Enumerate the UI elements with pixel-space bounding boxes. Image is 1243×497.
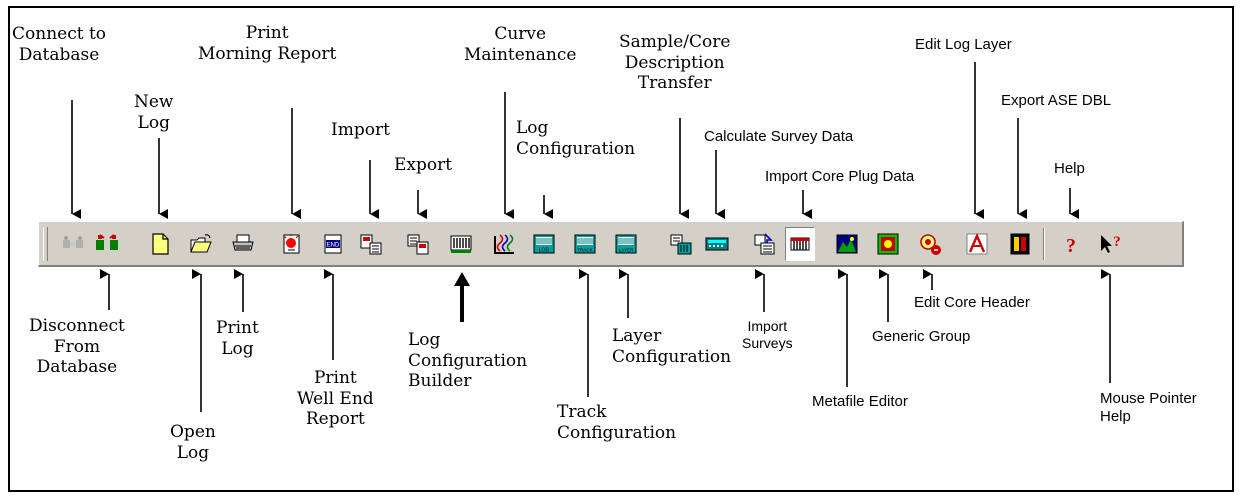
connect-database-icon <box>63 236 83 248</box>
track-configuration-icon: TRACK <box>574 234 596 254</box>
import-surveys-button[interactable] <box>749 227 779 261</box>
log-config-builder-icon <box>450 235 472 253</box>
log-configuration-icon: LOG <box>533 234 555 254</box>
printer-icon <box>232 234 254 251</box>
export-button[interactable] <box>403 227 433 261</box>
new-document-icon <box>152 233 169 255</box>
import-core-plug-data-button[interactable] <box>785 227 815 261</box>
arrow-log-config-builder-head <box>454 272 470 286</box>
open-folder-icon <box>190 234 212 253</box>
print-well-end-report-icon: END <box>324 234 342 254</box>
curve-maintenance-button[interactable] <box>489 227 519 261</box>
label-edit-log-layer: Edit Log Layer <box>915 36 1012 53</box>
print-log-button[interactable] <box>228 227 258 261</box>
curve-maintenance-icon <box>494 234 514 254</box>
mouse-pointer-help-button[interactable]: ? <box>1095 227 1125 261</box>
edit-log-layer-button[interactable] <box>962 227 992 261</box>
connect-database-button[interactable] <box>58 227 88 261</box>
svg-text:?: ? <box>1066 235 1076 257</box>
svg-text:LOG: LOG <box>539 248 550 254</box>
label-export-ase-dbl: Export ASE DBL <box>1001 92 1112 109</box>
svg-text:?: ? <box>1113 234 1121 250</box>
generic-group-button[interactable] <box>873 227 903 261</box>
label-import: Import <box>331 120 390 140</box>
import-button[interactable] <box>356 227 386 261</box>
new-log-button[interactable] <box>145 227 175 261</box>
edit-log-layer-icon <box>966 233 988 255</box>
export-ase-dbl-icon <box>1010 233 1030 255</box>
sample-core-transfer-icon <box>670 234 692 255</box>
disconnect-database-icon <box>96 234 118 250</box>
label-help: Help <box>1054 160 1085 177</box>
export-icon <box>407 234 429 255</box>
question-mark-icon: ? <box>1066 235 1076 257</box>
disconnect-database-button[interactable] <box>92 227 122 261</box>
calculate-survey-data-button[interactable] <box>702 227 732 261</box>
print-well-end-report-button[interactable]: END <box>318 227 348 261</box>
label-import-core-plug-data: Import Core Plug Data <box>765 168 915 185</box>
label-calculate-survey-data: Calculate Survey Data <box>704 128 854 145</box>
label-edit-core-header: Edit Core Header <box>914 294 1030 311</box>
main-toolbar: END <box>38 221 1184 267</box>
log-configuration-builder-button[interactable] <box>446 227 476 261</box>
calculate-survey-icon <box>705 237 729 251</box>
diagram-frame <box>8 6 1234 492</box>
open-log-button[interactable] <box>186 227 216 261</box>
layer-configuration-button[interactable]: LAYER <box>611 227 641 261</box>
label-metafile-editor: Metafile Editor <box>812 393 908 410</box>
edit-core-header-button[interactable] <box>915 227 945 261</box>
print-morning-report-icon <box>283 234 300 254</box>
sample-core-transfer-button[interactable] <box>666 227 696 261</box>
toolbar-grip[interactable] <box>43 227 48 261</box>
import-surveys-icon <box>754 233 775 255</box>
export-ase-dbl-button[interactable] <box>1005 227 1035 261</box>
svg-text:LAYER: LAYER <box>619 248 634 253</box>
metafile-editor-button[interactable] <box>832 227 862 261</box>
label-export: Export <box>394 155 453 175</box>
edit-core-header-icon <box>920 234 941 255</box>
import-icon <box>360 234 382 255</box>
help-button[interactable]: ? <box>1056 227 1086 261</box>
svg-text:END: END <box>327 243 340 249</box>
toolbar-separator <box>1043 228 1045 260</box>
log-configuration-button[interactable]: LOG <box>529 227 559 261</box>
import-core-plug-icon <box>790 237 810 251</box>
generic-group-icon <box>877 233 899 255</box>
label-generic-group: Generic Group <box>872 328 971 345</box>
pointer-help-icon: ? <box>1101 234 1121 253</box>
metafile-editor-icon <box>836 234 858 254</box>
track-configuration-button[interactable]: TRACK <box>570 227 600 261</box>
layer-configuration-icon: LAYER <box>615 234 637 254</box>
svg-text:TRACK: TRACK <box>577 248 592 253</box>
print-morning-report-button[interactable] <box>276 227 306 261</box>
